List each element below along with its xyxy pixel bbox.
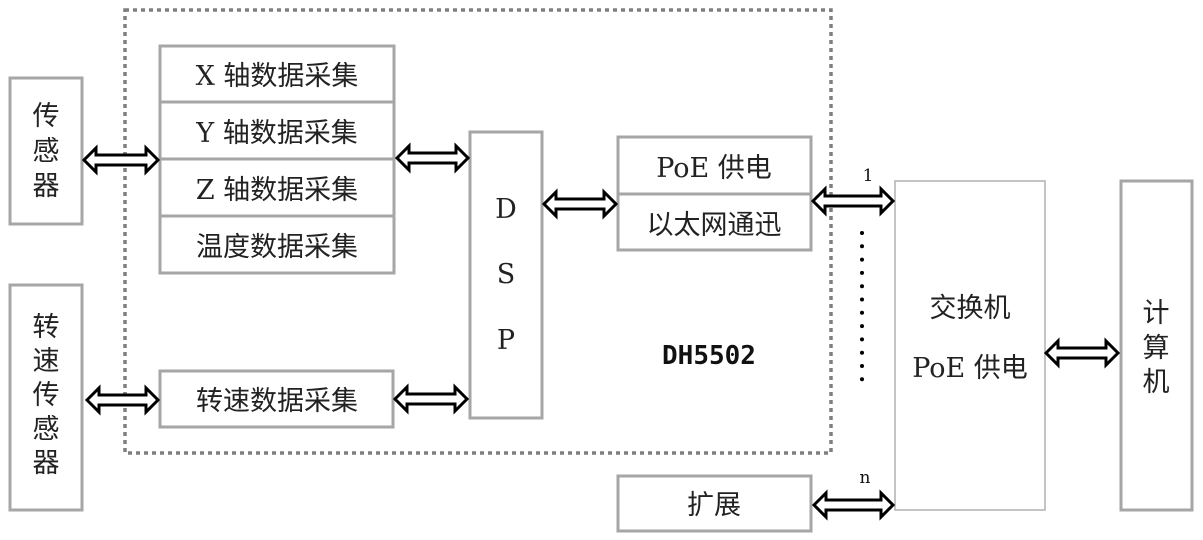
- computer-char: 计: [1143, 298, 1170, 329]
- channel-label-temp: 温度数据采集: [196, 232, 358, 263]
- ellipsis-dot: [860, 377, 864, 382]
- dsp-char: D: [495, 194, 517, 225]
- computer-char: 机: [1143, 367, 1170, 398]
- speed-sensor-box: 转 速 传 感 器: [8, 283, 84, 512]
- network-module: PoE 供电 以太网通迅: [616, 135, 813, 252]
- switch-label: 交换机: [930, 293, 1011, 324]
- poe-box: [616, 135, 813, 196]
- ellipsis-dot: [860, 297, 864, 302]
- ellipsis-dot: [860, 350, 864, 355]
- ellipsis-dot: [860, 231, 864, 235]
- channel-label-z: Z 轴数据采集: [196, 175, 358, 206]
- dsp-box: D S P: [468, 130, 544, 420]
- ellipsis-dot: [860, 257, 864, 262]
- ellipsis-dot: [860, 284, 864, 289]
- ellipsis-dot: [860, 244, 864, 249]
- channel-box-x: [158, 44, 396, 104]
- speed-sensor-char: 感: [33, 414, 60, 445]
- computer-char: 算: [1143, 333, 1170, 364]
- arrow-sensor-to-acquisition: [81, 144, 161, 176]
- arrows: [81, 142, 1121, 521]
- acquisition-stack: X 轴数据采集 Y 轴数据采集 Z 轴数据采集 温度数据采集: [158, 44, 396, 275]
- channel-box-temp: [158, 214, 396, 275]
- sensor-char: 传: [33, 101, 60, 132]
- expansion-box: 扩展: [616, 474, 813, 533]
- ellipsis-dot: [860, 324, 864, 329]
- poe-label: PoE 供电: [656, 153, 772, 184]
- arrow-speed-sensor-to-acquisition: [84, 384, 161, 416]
- speed-sensor-char: 器: [33, 448, 60, 479]
- ethernet-label: 以太网通迅: [647, 210, 782, 241]
- arrow-dsp-to-network: [541, 188, 619, 220]
- arrow-acquisition-to-dsp: [394, 142, 471, 174]
- ellipsis-dot: [860, 310, 864, 315]
- speed-acquisition-label: 转速数据采集: [196, 386, 358, 417]
- port-label-last: n: [860, 468, 871, 488]
- sensor-char: 感: [33, 136, 60, 167]
- channel-label-x: X 轴数据采集: [196, 61, 359, 92]
- arrow-network-to-switch: [810, 185, 896, 217]
- device-label: DH5502: [662, 341, 756, 371]
- dsp-char: P: [497, 325, 515, 356]
- switch-poe-label: PoE 供电: [912, 353, 1028, 384]
- ellipsis-dot: [860, 270, 864, 275]
- speed-sensor-char: 传: [33, 380, 60, 411]
- expansion-label: 扩展: [687, 490, 741, 521]
- ellipsis-dot: [860, 337, 864, 342]
- computer-box: 计 算 机: [1119, 179, 1194, 512]
- speed-sensor-char: 转: [33, 312, 60, 343]
- port-label-first: 1: [863, 166, 874, 186]
- switch-box: 交换机 PoE 供电: [894, 180, 1046, 511]
- dsp-char: S: [497, 259, 516, 290]
- sensor-char: 器: [33, 171, 60, 202]
- arrow-expansion-to-switch: [811, 489, 896, 521]
- ellipsis-dot: [860, 364, 864, 368]
- sensor-box: 传 感 器: [8, 76, 84, 226]
- speed-acquisition-box: 转速数据采集: [158, 369, 395, 429]
- channel-label-y: Y 轴数据采集: [195, 118, 357, 149]
- arrow-speed-acquisition-to-dsp: [392, 383, 470, 415]
- arrow-switch-to-computer: [1043, 337, 1121, 369]
- ethernet-box: [616, 192, 813, 252]
- speed-sensor-char: 速: [33, 346, 60, 377]
- port-ellipsis: [860, 231, 864, 382]
- device-frame: [123, 8, 833, 455]
